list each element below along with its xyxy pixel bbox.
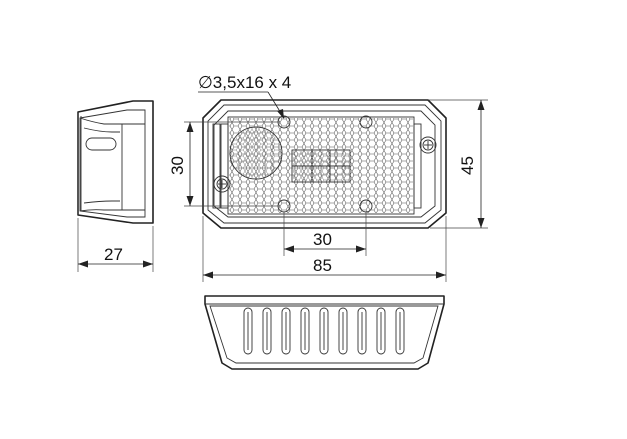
side-depth-label: 27 [104, 245, 123, 264]
overall-height-label: 45 [458, 156, 477, 175]
dimension-overall-height [428, 99, 488, 229]
vent-slots [243, 307, 405, 355]
hole-horizontal-label: 30 [313, 230, 332, 249]
dimension-side-depth [77, 218, 154, 272]
dimension-overall-width [202, 216, 447, 282]
side-view [77, 100, 154, 224]
front-view [202, 99, 447, 229]
dimension-hole-horizontal [283, 212, 367, 256]
overall-width-label: 85 [313, 256, 332, 275]
screw-spec-label: ∅3,5x16 x 4 [198, 73, 291, 92]
dimension-hole-vertical [184, 121, 280, 207]
screw-icon [213, 175, 231, 193]
bottom-view [204, 295, 445, 370]
screw-spec-leader [198, 91, 285, 119]
hole-vertical-label: 30 [168, 156, 187, 175]
screw-icon [419, 136, 437, 154]
